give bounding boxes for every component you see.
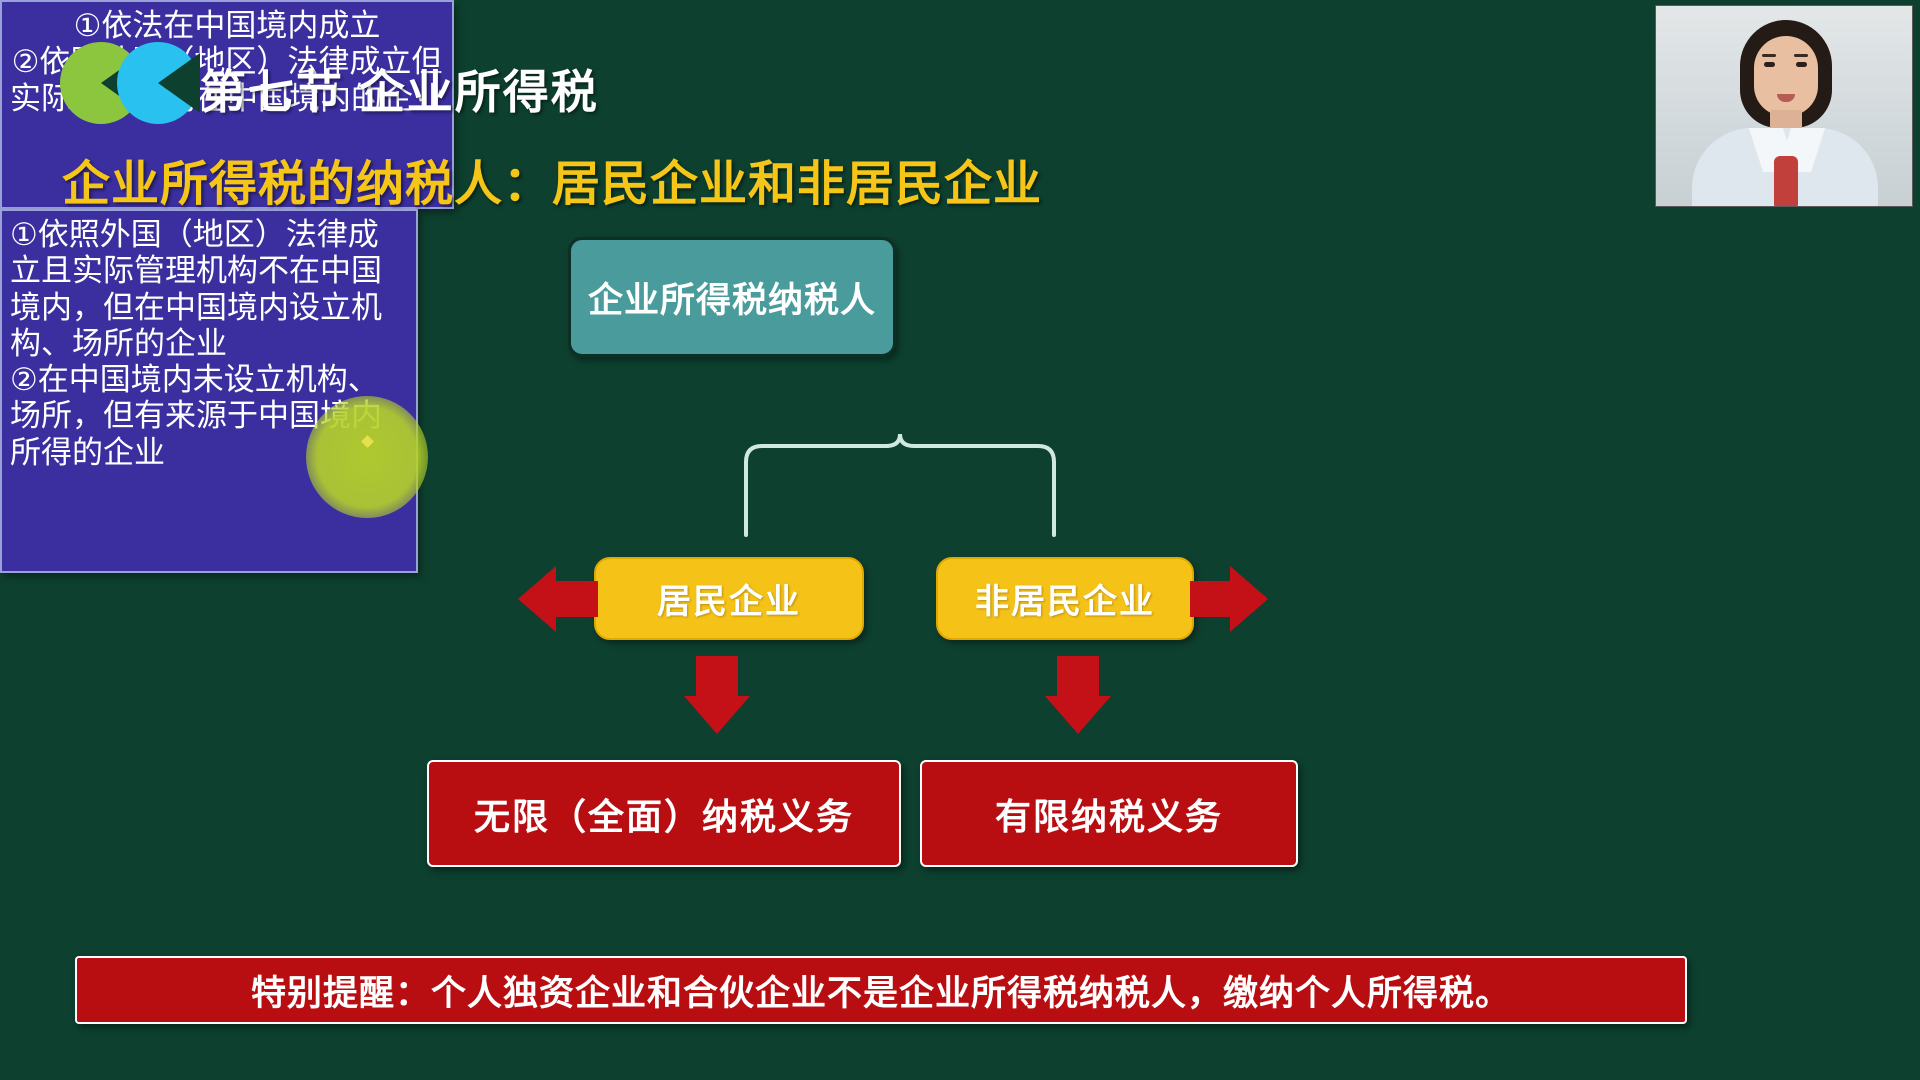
presenter-eye-right xyxy=(1796,62,1807,67)
slide-title: 第七节 企业所得税 xyxy=(200,66,599,118)
logo-cyan-circle-icon xyxy=(117,42,200,124)
brace-connector xyxy=(744,433,1056,537)
arrow-down-resident-stem xyxy=(696,656,738,698)
arrow-down-resident-head-icon xyxy=(684,696,750,734)
presenter-video-thumbnail[interactable] xyxy=(1655,5,1913,207)
arrow-right-stem xyxy=(1190,581,1232,617)
presenter-microphone xyxy=(1774,156,1798,206)
presenter-eyebrow-left xyxy=(1762,54,1776,57)
presenter-eyebrow-right xyxy=(1794,54,1808,57)
arrow-right-head-icon xyxy=(1230,566,1268,632)
arrow-down-nonresident-head-icon xyxy=(1045,696,1111,734)
slide-subtitle: 企业所得税的纳税人：居民企业和非居民企业 xyxy=(62,158,1043,211)
quote-mark-logo xyxy=(60,42,200,124)
diagram-node-resident-enterprise: 居民企业 xyxy=(594,557,864,640)
arrow-down-nonresident-stem xyxy=(1057,656,1099,698)
diagram-node-nonresident-enterprise: 非居民企业 xyxy=(936,557,1194,640)
presenter-eye-left xyxy=(1764,62,1775,67)
diagram-node-taxpayer: 企业所得税纳税人 xyxy=(568,237,896,357)
special-reminder-banner: 特别提醒：个人独资企业和合伙企业不是企业所得税纳税人，缴纳个人所得税。 xyxy=(75,956,1687,1024)
presenter-face xyxy=(1754,36,1818,116)
arrow-left-stem xyxy=(556,581,598,617)
diagram-node-limited-obligation: 有限纳税义务 xyxy=(920,760,1298,867)
presenter-mouth xyxy=(1777,94,1795,102)
note-nonresident-enterprise-definition: ①依照外国（地区）法律成立且实际管理机构不在中国境内，但在中国境内设立机构、场所… xyxy=(0,209,418,573)
arrow-left-head-icon xyxy=(518,566,556,632)
diagram-node-unlimited-obligation: 无限（全面）纳税义务 xyxy=(427,760,901,867)
logo-cyan-wedge xyxy=(158,53,200,113)
